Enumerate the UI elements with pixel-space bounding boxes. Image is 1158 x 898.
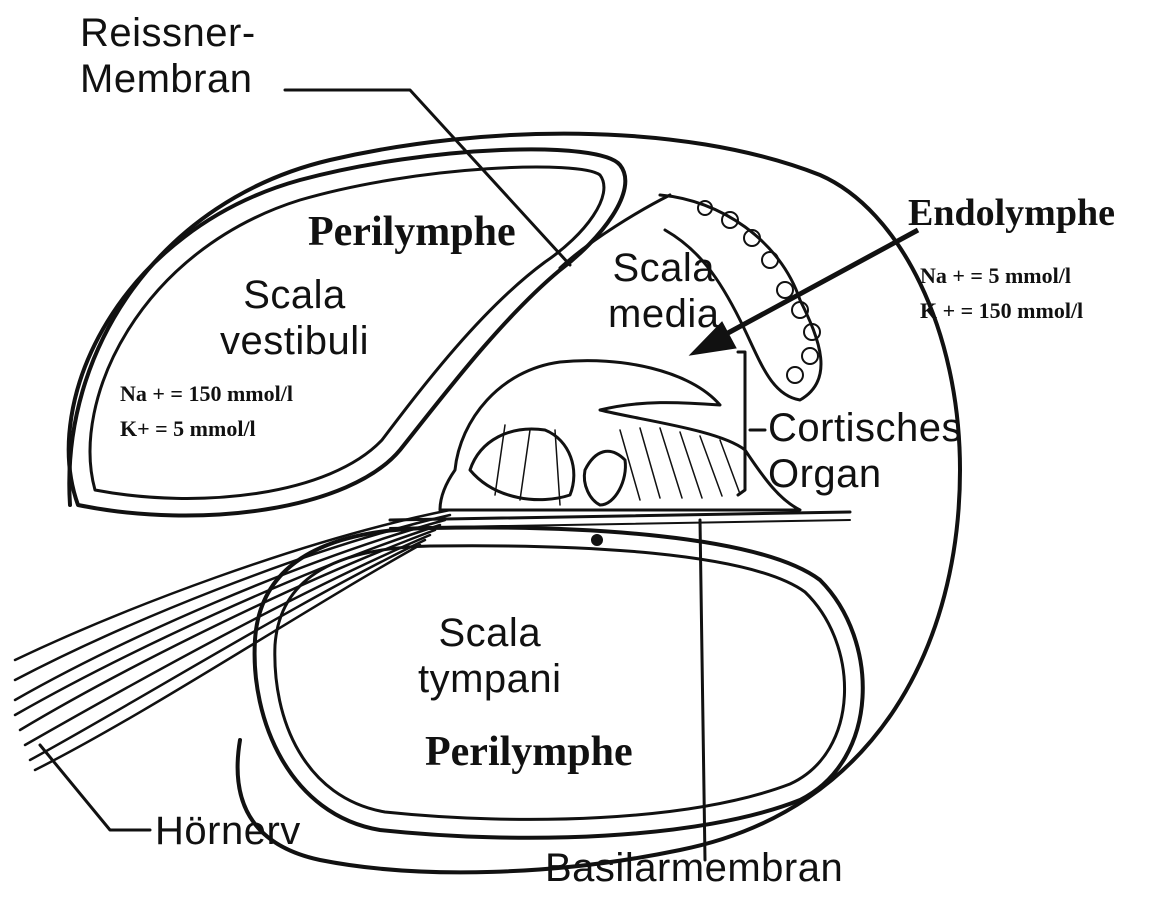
endolymphe-ion-values: Na + = 5 mmol/l K + = 150 mmol/l xyxy=(920,258,1083,328)
basilarmembran-label: Basilarmembran xyxy=(545,845,843,891)
perilymphe-top-label: Perilymphe xyxy=(308,208,516,256)
scala-tympani-label-line2: tympani xyxy=(418,656,562,702)
scala-vestibuli-label-line2: vestibuli xyxy=(220,318,369,364)
scala-media-label: Scala media xyxy=(608,245,719,337)
reissner-membrane-label: Reissner- Membran xyxy=(80,10,256,102)
scala-media-label-line2: media xyxy=(608,291,719,337)
perilymphe-bottom-label: Perilymphe xyxy=(425,728,633,776)
scala-tympani-label-line1: Scala xyxy=(418,610,562,656)
scala-vestibuli-ion-values: Na + = 150 mmol/l K+ = 5 mmol/l xyxy=(120,376,293,446)
basilarmembran-leader-line xyxy=(700,520,705,860)
vestibuli-k-value: K+ = 5 mmol/l xyxy=(120,411,293,446)
vestibuli-na-value: Na + = 150 mmol/l xyxy=(120,376,293,411)
cortisches-organ-label: Cortisches Organ xyxy=(768,405,962,497)
reissner-label-line1: Reissner- xyxy=(80,10,256,56)
endolymphe-label: Endolymphe xyxy=(908,192,1115,236)
endolymphe-na-value: Na + = 5 mmol/l xyxy=(920,258,1083,293)
reissner-label-line2: Membran xyxy=(80,56,256,102)
hoernerv-label: Hörnerv xyxy=(155,808,301,854)
basilar-membrane xyxy=(390,512,850,520)
cortisches-organ-label-line1: Cortisches xyxy=(768,405,962,451)
scala-vestibuli-label: Scala vestibuli xyxy=(220,272,369,364)
cortisches-organ-label-line2: Organ xyxy=(768,451,962,497)
scala-media-label-line1: Scala xyxy=(608,245,719,291)
endolymphe-k-value: K + = 150 mmol/l xyxy=(920,293,1083,328)
scala-vestibuli-label-line1: Scala xyxy=(220,272,369,318)
auditory-nerve-fibers xyxy=(15,510,450,770)
scala-tympani-label: Scala tympani xyxy=(418,610,562,702)
